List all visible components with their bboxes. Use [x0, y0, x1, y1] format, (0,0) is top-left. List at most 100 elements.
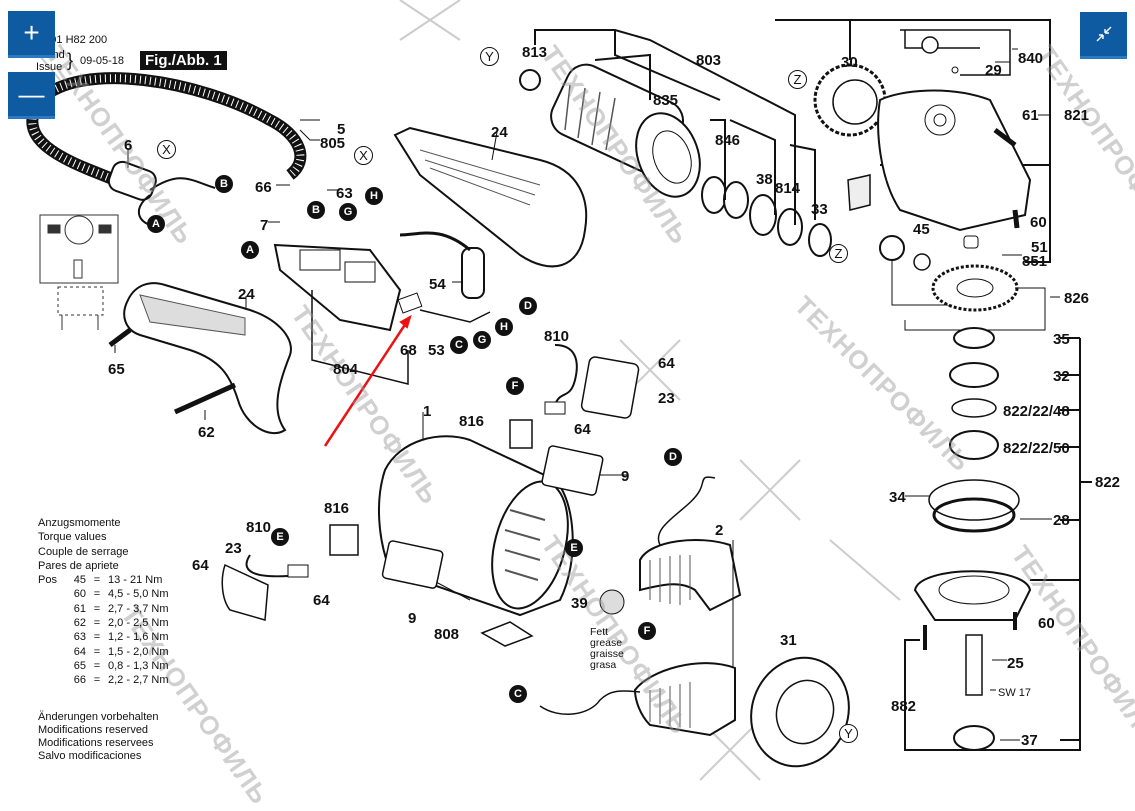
- equals-sign: =: [93, 674, 101, 687]
- connector-marker-h: H: [495, 318, 513, 336]
- note-en: Modifications reserved: [38, 724, 149, 736]
- pos-label: [38, 616, 64, 630]
- minus-icon: —: [18, 78, 45, 109]
- equals-sign: =: [93, 617, 101, 630]
- connector-marker-d: D: [664, 448, 682, 466]
- connector-marker-h: H: [365, 187, 383, 205]
- part-number-label: 68: [400, 342, 417, 359]
- torque-value: 13 - 21 Nm: [108, 574, 163, 587]
- torque-value: 2,2 - 2,7 Nm: [108, 674, 169, 687]
- part-number-label: 822: [1095, 474, 1121, 491]
- connector-marker-c: C: [450, 336, 468, 354]
- connector-marker-b: B: [307, 201, 325, 219]
- part-number-label: 840: [1018, 50, 1044, 67]
- issue-date: 09-05-18: [80, 55, 125, 67]
- part-number-label: 24: [491, 124, 508, 141]
- part-number-label: 803: [696, 52, 722, 69]
- torque-row: 60=4,5 - 5,0 Nm: [38, 587, 169, 601]
- part-number-label: 38: [756, 171, 773, 188]
- equals-sign: =: [93, 602, 101, 615]
- part-number-label: 23: [658, 390, 675, 407]
- connector-marker-a: A: [241, 241, 259, 259]
- capacitor: [461, 247, 485, 299]
- pos-label: [38, 587, 64, 601]
- part-number-label: 1: [423, 403, 432, 420]
- pos-label: [38, 659, 64, 673]
- pos-label: [38, 630, 64, 644]
- collapse-arrows-icon: [1096, 26, 1111, 42]
- part-number-label: 35: [1053, 331, 1070, 348]
- power-cord: [35, 72, 307, 180]
- note-fr: Modifications reservees: [38, 737, 154, 749]
- connector-marker-d: D: [519, 297, 537, 315]
- part-number-label: 814: [775, 180, 801, 197]
- connector-marker-f: F: [506, 377, 524, 395]
- leader-lines: [114, 48, 1060, 741]
- torque-pos: 61: [73, 602, 86, 615]
- part-number-label: 25: [1007, 655, 1024, 672]
- note-es: Salvo modificaciones: [38, 750, 142, 762]
- torque-value: 0,8 - 1,3 Nm: [108, 659, 169, 672]
- part-number-label: 23: [225, 540, 242, 557]
- part-number-label: 60: [1030, 214, 1047, 231]
- connector-marker-c: C: [509, 685, 527, 703]
- part-number-label: 65: [108, 361, 125, 378]
- part-number-label: 64: [313, 592, 330, 609]
- pos-label: [38, 673, 64, 687]
- part-number-label: 31: [780, 632, 797, 649]
- part-number-label: 39: [571, 595, 588, 612]
- part-number-label: 63: [336, 185, 353, 202]
- connector-marker-y: Y: [480, 47, 499, 66]
- connector-marker-g: G: [473, 331, 491, 349]
- equals-sign: =: [93, 574, 101, 587]
- part-number-label: 805: [320, 135, 346, 152]
- pos-label: [38, 645, 64, 659]
- part-number-label: 32: [1053, 368, 1070, 385]
- part-number-label: 60: [1038, 615, 1055, 632]
- equals-sign: =: [93, 645, 101, 658]
- gear-head-housing: [877, 89, 1032, 232]
- grease-note-fr: graisse: [590, 648, 624, 660]
- connector-marker-z: Z: [788, 70, 807, 89]
- part-number-label: 51: [1031, 239, 1048, 256]
- grease-note-es: grasa: [590, 659, 617, 671]
- modification-notes: Änderungen vorbehalten Modifications res…: [38, 711, 158, 763]
- equals-sign: =: [93, 659, 101, 672]
- torque-pos: 63: [73, 631, 86, 644]
- part-number-label: 882: [891, 698, 917, 715]
- part-number-label: 810: [544, 328, 570, 345]
- exit-fullscreen-button[interactable]: [1080, 12, 1127, 59]
- plus-icon: +: [23, 17, 40, 48]
- connector-marker-z: Z: [829, 244, 848, 263]
- torque-pos: 60: [73, 588, 86, 601]
- wrench-size-label: SW 17: [998, 687, 1032, 699]
- part-number-label: 7: [260, 217, 269, 234]
- part-number-label: 66: [255, 179, 272, 196]
- connector-marker-e: E: [271, 528, 289, 546]
- part-number-label: 821: [1064, 107, 1090, 124]
- connector-marker-x: X: [354, 146, 373, 165]
- part-number-label: 2: [715, 522, 724, 539]
- zoom-in-button[interactable]: +: [8, 11, 55, 58]
- grease-note: Fett grease graisse grasa: [590, 627, 624, 671]
- zoom-out-button[interactable]: —: [8, 72, 55, 119]
- torque-title-fr: Couple de serrage: [38, 545, 129, 558]
- torque-pos: 45: [73, 574, 86, 587]
- torque-value: 4,5 - 5,0 Nm: [108, 588, 169, 601]
- issue-label: Issue: [36, 61, 63, 73]
- pos-label: Pos: [38, 574, 57, 587]
- torque-title-es: Pares de apriete: [38, 559, 119, 572]
- part-number-label: 5: [337, 121, 346, 138]
- torque-value: 2,0 - 2,5 Nm: [108, 617, 169, 630]
- torque-row: 62=2,0 - 2,5 Nm: [38, 616, 169, 630]
- part-number-label: 846: [715, 132, 741, 149]
- part-number-label: 816: [459, 413, 485, 430]
- indicator-arrow: [323, 316, 412, 447]
- part-number-label: 826: [1064, 290, 1090, 307]
- figure-tag: Fig./Abb. 1: [140, 51, 227, 70]
- part-number-label: 64: [658, 355, 675, 372]
- torque-row: 64=1,5 - 2,0 Nm: [38, 645, 169, 659]
- torque-row: 63=1,2 - 1,6 Nm: [38, 630, 169, 644]
